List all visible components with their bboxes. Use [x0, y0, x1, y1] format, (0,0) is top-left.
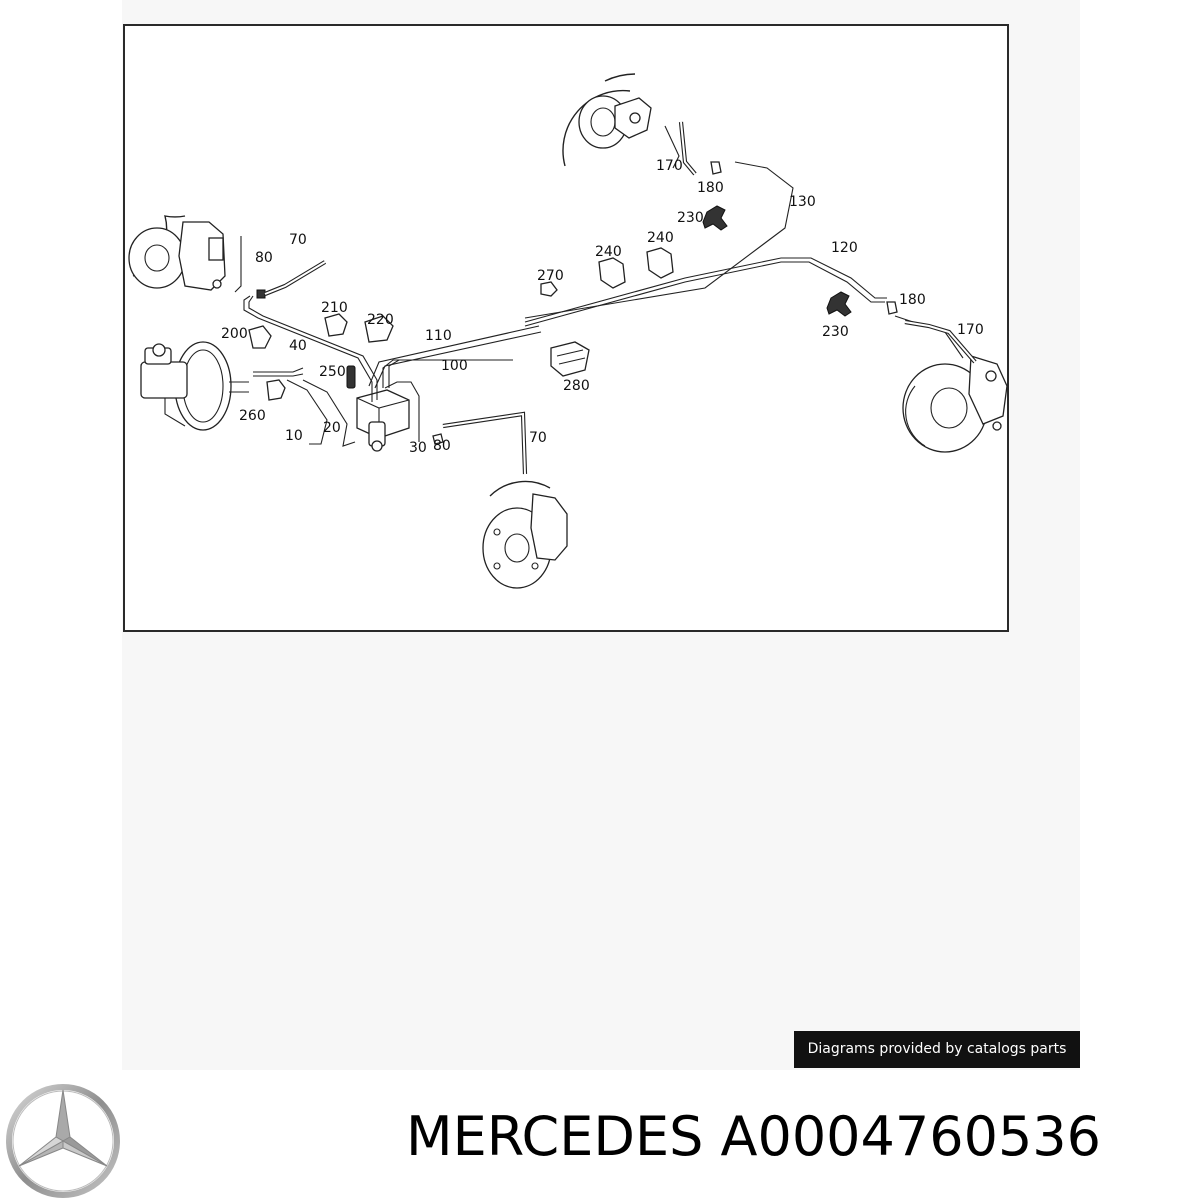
callout-30: 30 — [409, 440, 427, 456]
callout-70-front-left: 70 — [289, 232, 307, 248]
callout-180-rear-left: 180 — [697, 180, 724, 196]
callout-120: 120 — [831, 240, 858, 256]
callout-20: 20 — [323, 420, 341, 436]
callout-70-front-right: 70 — [529, 430, 547, 446]
callout-130: 130 — [789, 194, 816, 210]
callout-40: 40 — [289, 338, 307, 354]
brake-lines — [243, 125, 964, 447]
diagram-drawing: 170 180 130 230 240 240 120 270 70 80 21… — [128, 73, 1008, 589]
diagram-credit-banner: Diagrams provided by catalogs parts — [794, 1031, 1080, 1068]
part-number: A0004760536 — [720, 1105, 1102, 1168]
brake-line-diagram: 170 180 130 230 240 240 120 270 70 80 21… — [123, 24, 1009, 632]
callout-280: 280 — [563, 378, 590, 394]
rear-right-brake-disc — [902, 355, 1008, 453]
callout-230-upper: 230 — [677, 210, 704, 226]
mercedes-star-icon — [6, 1084, 120, 1198]
callout-240-right: 240 — [647, 230, 674, 246]
flexible-hoses — [264, 121, 977, 475]
callout-270: 270 — [537, 268, 564, 284]
callout-110: 110 — [425, 328, 452, 344]
callout-10: 10 — [285, 428, 303, 444]
callout-80-front-left: 80 — [255, 250, 273, 266]
brake-booster — [140, 341, 249, 431]
callout-240-left: 240 — [595, 244, 622, 260]
callout-210: 210 — [321, 300, 348, 316]
front-left-brake-disc — [128, 215, 242, 293]
callout-250: 250 — [319, 364, 346, 380]
callout-100: 100 — [441, 358, 468, 374]
callout-220: 220 — [367, 312, 394, 328]
callout-labels: 170 180 130 230 240 240 120 270 70 80 21… — [221, 158, 984, 456]
callout-200: 200 — [221, 326, 248, 342]
callout-230-lower: 230 — [822, 324, 849, 340]
callout-170-rear-right: 170 — [957, 322, 984, 338]
brand-name: MERCEDES — [406, 1105, 704, 1168]
rear-left-brake-disc — [562, 73, 652, 167]
clips-and-brackets — [248, 161, 898, 445]
callout-260: 260 — [239, 408, 266, 424]
callout-80-front-right: 80 — [433, 438, 451, 454]
abs-hydraulic-unit — [356, 389, 410, 452]
callout-180-rear-right: 180 — [899, 292, 926, 308]
front-right-brake-disc — [482, 480, 568, 589]
callout-170-rear-left: 170 — [656, 158, 683, 174]
brand-part-heading: MERCEDES A0004760536 — [406, 1102, 1196, 1172]
